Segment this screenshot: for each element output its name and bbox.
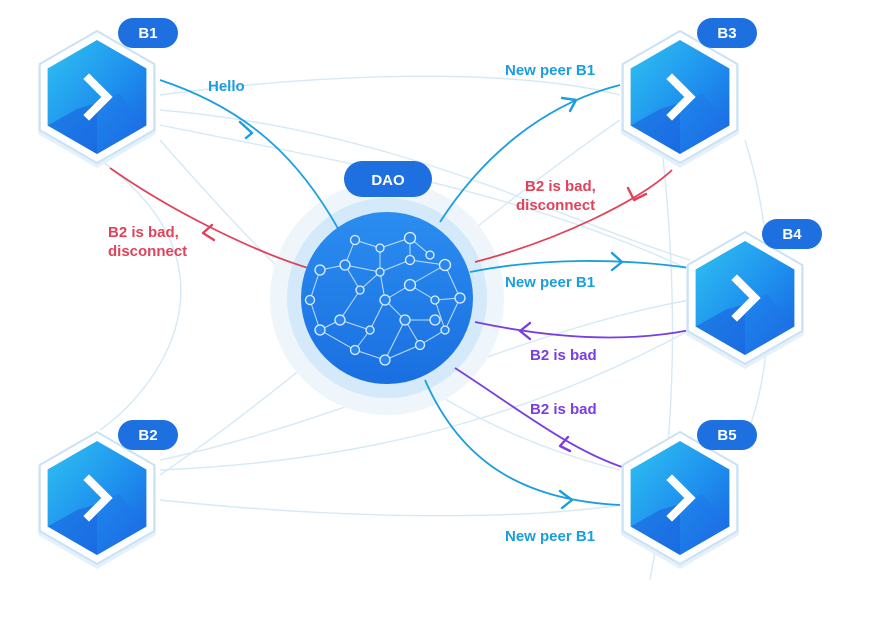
node-b3: B3 (621, 18, 757, 168)
b2-pill: B2 (118, 420, 178, 450)
dao-node (301, 212, 473, 384)
b3-disconnect-label-line1: B2 is bad, (525, 178, 596, 195)
dao-pill: DAO (344, 161, 432, 197)
chevron-right-icon (83, 474, 113, 522)
b3-pill: B3 (697, 18, 757, 48)
hello-connector (159, 79, 341, 233)
b3-label: B3 (717, 25, 736, 42)
arrowheads (201, 96, 648, 510)
b5-bad-connector (454, 367, 626, 469)
chevron-right-icon (731, 274, 761, 322)
node-b5: B5 (621, 420, 757, 569)
chevron-right-icon (666, 474, 696, 522)
b4-new-peer-connector (469, 260, 691, 273)
b3-new-peer-connector (439, 84, 621, 223)
node-b2: B2 (38, 420, 178, 569)
b1-label: B1 (138, 25, 157, 42)
b5-bad-arrowhead (558, 435, 572, 453)
b5-bad-label: B2 is bad (530, 401, 597, 418)
b4-bad-connector (474, 321, 691, 339)
b4-bad-label: B2 is bad (530, 347, 597, 364)
b5-new-peer-connector (424, 379, 621, 506)
b3-disconnect-arrowhead (626, 186, 648, 202)
b1-disconnect-arrowhead (201, 223, 216, 242)
b1-pill: B1 (118, 18, 178, 48)
message-connectors (109, 79, 691, 506)
b1-disconnect-label-line1: B2 is bad, (108, 224, 179, 241)
b4-bad-arrowhead (518, 321, 532, 341)
b2-label: B2 (138, 427, 157, 444)
dao-label: DAO (371, 172, 405, 189)
b4-new-peer-arrowhead (610, 251, 624, 272)
b3-disconnect-connector (474, 169, 673, 263)
b4-new-peer-label: New peer B1 (505, 274, 595, 291)
dao-graph-nodes (304, 231, 466, 366)
hello-arrowhead (238, 120, 254, 140)
chevron-right-icon (83, 73, 113, 121)
b3-new-peer-label: New peer B1 (505, 62, 595, 79)
b5-label: B5 (717, 427, 736, 444)
node-b4: B4 (686, 219, 822, 369)
b4-label: B4 (782, 226, 802, 243)
chevron-right-icon (666, 73, 696, 121)
b4-pill: B4 (762, 219, 822, 249)
b1-disconnect-label-line2: disconnect (108, 243, 187, 260)
b5-new-peer-label: New peer B1 (505, 528, 595, 545)
b5-pill: B5 (697, 420, 757, 450)
node-b1: B1 (38, 18, 178, 168)
hello-label: Hello (208, 78, 245, 95)
b3-new-peer-arrowhead (560, 96, 578, 113)
message-labels: Hello B2 is bad, disconnect New peer B1 … (108, 62, 597, 545)
b5-new-peer-arrowhead (558, 489, 574, 510)
b3-disconnect-label-line2: disconnect (516, 197, 595, 214)
